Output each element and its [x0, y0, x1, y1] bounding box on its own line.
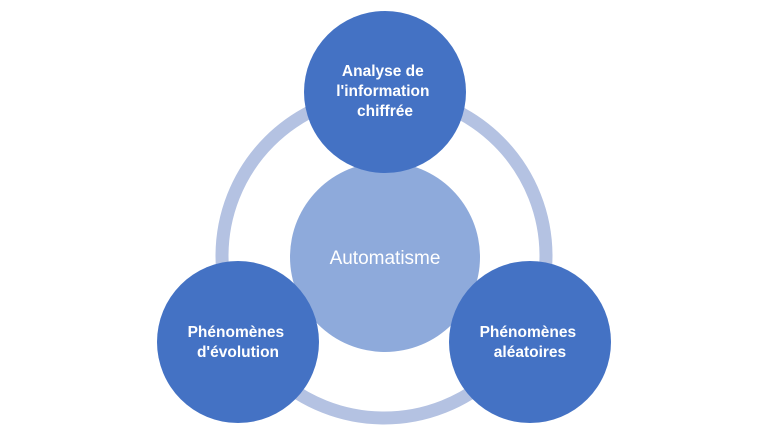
node-phenomenes-evolution: Phénomènes d'évolution — [157, 261, 319, 423]
node-label-bottom-right: Phénomènes aléatoires — [480, 324, 581, 361]
node-circle-bottom-right — [449, 261, 611, 423]
center-label: Automatisme — [330, 248, 441, 269]
node-label-line: d'évolution — [197, 344, 279, 361]
node-circle-top — [304, 11, 466, 173]
center-node: Automatisme — [290, 162, 480, 352]
node-label-line: aléatoires — [494, 344, 566, 361]
node-label-line: Analyse de — [342, 63, 424, 80]
node-label-line: Phénomènes — [188, 324, 284, 341]
node-label-line: chiffrée — [357, 103, 413, 120]
node-label-top: Analyse de l'information chiffrée — [336, 63, 434, 120]
node-circle-bottom-left — [157, 261, 319, 423]
node-phenomenes-aleatoires: Phénomènes aléatoires — [449, 261, 611, 423]
node-label-bottom-left: Phénomènes d'évolution — [188, 324, 289, 361]
node-analyse-information: Analyse de l'information chiffrée — [304, 11, 466, 173]
node-label-line: Phénomènes — [480, 324, 576, 341]
node-label-line: l'information — [336, 83, 429, 100]
center-circle — [290, 162, 480, 352]
